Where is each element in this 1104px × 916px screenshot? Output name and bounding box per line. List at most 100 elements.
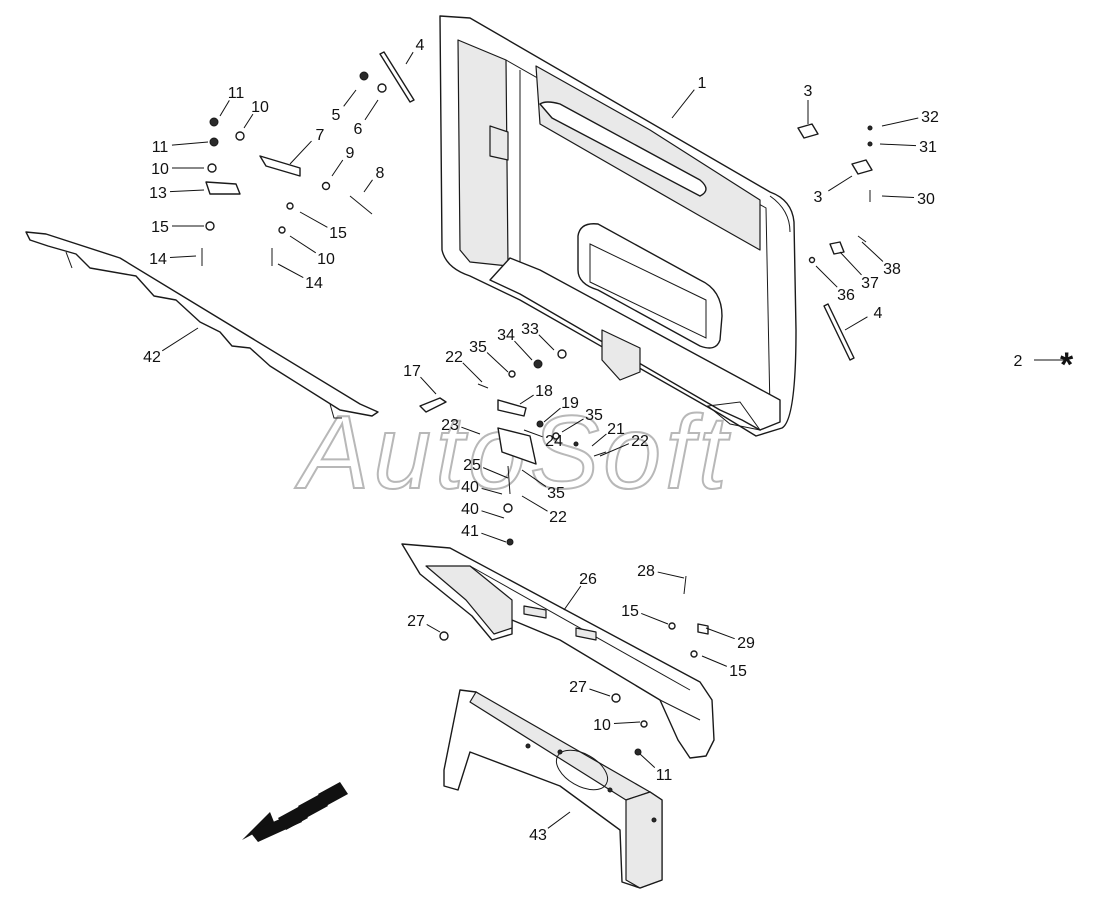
callout-leader-27 xyxy=(589,688,611,697)
callout-label-13: 13 xyxy=(149,185,167,202)
callout-leader-7 xyxy=(289,140,312,165)
callout-label-21: 21 xyxy=(607,421,625,438)
callout-leader-4 xyxy=(405,51,414,65)
callout-label-27: 27 xyxy=(407,613,425,630)
callout-label-30: 30 xyxy=(917,191,935,208)
callout-label-9: 9 xyxy=(346,145,355,162)
callout-label-15: 15 xyxy=(329,225,347,242)
callout-label-15: 15 xyxy=(729,663,747,680)
callout-leader-17 xyxy=(420,376,437,395)
callout-leader-15 xyxy=(701,655,728,667)
callout-leader-11 xyxy=(639,753,656,768)
callout-leader-21 xyxy=(591,433,607,447)
callout-leader-28 xyxy=(657,571,685,579)
callout-label-11: 11 xyxy=(228,85,245,102)
callout-label-18: 18 xyxy=(535,383,553,400)
callout-leader-11 xyxy=(171,141,209,146)
callout-leader-10 xyxy=(613,721,641,724)
callout-leader-27 xyxy=(426,624,441,633)
asterisk-symbol: * xyxy=(1060,346,1074,384)
callout-label-38: 38 xyxy=(883,261,901,278)
callout-label-10: 10 xyxy=(251,99,269,116)
callout-label-3: 3 xyxy=(804,83,813,100)
callout-label-32: 32 xyxy=(921,109,939,126)
callout-leader-15 xyxy=(641,612,669,625)
callout-leader-30 xyxy=(881,195,915,199)
part-43-support-frame xyxy=(443,689,663,889)
callout-label-27: 27 xyxy=(569,679,587,696)
callout-label-31: 31 xyxy=(919,139,937,156)
callout-leader-6 xyxy=(364,99,379,121)
callout-leader-22 xyxy=(521,495,548,512)
callout-label-2: 2 xyxy=(1014,353,1023,370)
callout-label-40: 40 xyxy=(461,479,479,496)
part-26-cross-member xyxy=(401,543,715,759)
callout-leader-19 xyxy=(543,407,561,423)
callout-label-22: 22 xyxy=(631,433,649,450)
callout-label-40: 40 xyxy=(461,501,479,518)
callout-leader-14 xyxy=(169,255,197,258)
callout-label-6: 6 xyxy=(354,121,363,138)
callout-leader-23 xyxy=(461,426,481,435)
callout-leader-24 xyxy=(523,429,543,438)
part-2-symbol: * xyxy=(1034,346,1074,384)
small-parts xyxy=(201,51,873,756)
callout-label-4: 4 xyxy=(416,37,425,54)
callout-leader-10 xyxy=(289,235,317,254)
part-1-hood-panel xyxy=(439,15,797,437)
callout-leader-42 xyxy=(161,327,199,352)
callout-label-24: 24 xyxy=(545,433,563,450)
callout-label-35: 35 xyxy=(585,407,603,424)
callout-label-22: 22 xyxy=(445,349,463,366)
callout-label-1: 1 xyxy=(698,75,707,92)
callout-leader-15 xyxy=(299,211,328,228)
callout-label-43: 43 xyxy=(529,827,547,844)
callout-leader-40 xyxy=(481,510,505,519)
callout-label-14: 14 xyxy=(305,275,323,292)
callout-leader-35 xyxy=(561,418,584,433)
callout-label-5: 5 xyxy=(332,107,341,124)
callout-leader-1 xyxy=(671,89,695,119)
callout-label-17: 17 xyxy=(403,363,421,380)
callout-leader-41 xyxy=(481,532,507,543)
callout-label-33: 33 xyxy=(521,321,539,338)
callout-label-8: 8 xyxy=(376,165,385,182)
callout-label-35: 35 xyxy=(469,339,487,356)
callout-label-14: 14 xyxy=(149,251,167,268)
callout-leader-25 xyxy=(482,467,509,479)
callout-label-19: 19 xyxy=(561,395,579,412)
callout-leader-26 xyxy=(563,585,582,611)
callout-leader-37 xyxy=(839,251,862,276)
callout-leader-32 xyxy=(881,117,919,127)
callout-label-11: 11 xyxy=(656,767,673,784)
callout-label-23: 23 xyxy=(441,417,459,434)
callout-label-42: 42 xyxy=(143,349,161,366)
callout-label-10: 10 xyxy=(593,717,611,734)
callout-leader-4 xyxy=(844,316,868,331)
callout-leader-11 xyxy=(219,100,230,117)
part-42-side-strip xyxy=(25,231,379,419)
callout-leader-29 xyxy=(705,627,735,640)
callout-label-15: 15 xyxy=(621,603,639,620)
callout-label-34: 34 xyxy=(497,327,515,344)
direction-arrow-icon xyxy=(242,782,348,842)
callout-leader-31 xyxy=(879,143,917,147)
callout-label-41: 41 xyxy=(461,523,479,540)
callout-label-37: 37 xyxy=(861,275,879,292)
callout-label-3: 3 xyxy=(814,189,823,206)
callout-label-7: 7 xyxy=(316,127,325,144)
callout-leader-18 xyxy=(519,394,534,405)
callout-leader-13 xyxy=(169,189,205,193)
callout-label-15: 15 xyxy=(151,219,169,236)
callout-leader-38 xyxy=(861,241,884,262)
callout-leader-22 xyxy=(599,443,630,457)
callout-leader-33 xyxy=(538,334,555,351)
callout-label-26: 26 xyxy=(579,571,597,588)
callout-label-10: 10 xyxy=(151,161,169,178)
callout-leader-34 xyxy=(514,340,533,361)
callout-label-28: 28 xyxy=(637,563,655,580)
callout-leader-10 xyxy=(243,113,254,129)
callout-label-35: 35 xyxy=(547,485,565,502)
